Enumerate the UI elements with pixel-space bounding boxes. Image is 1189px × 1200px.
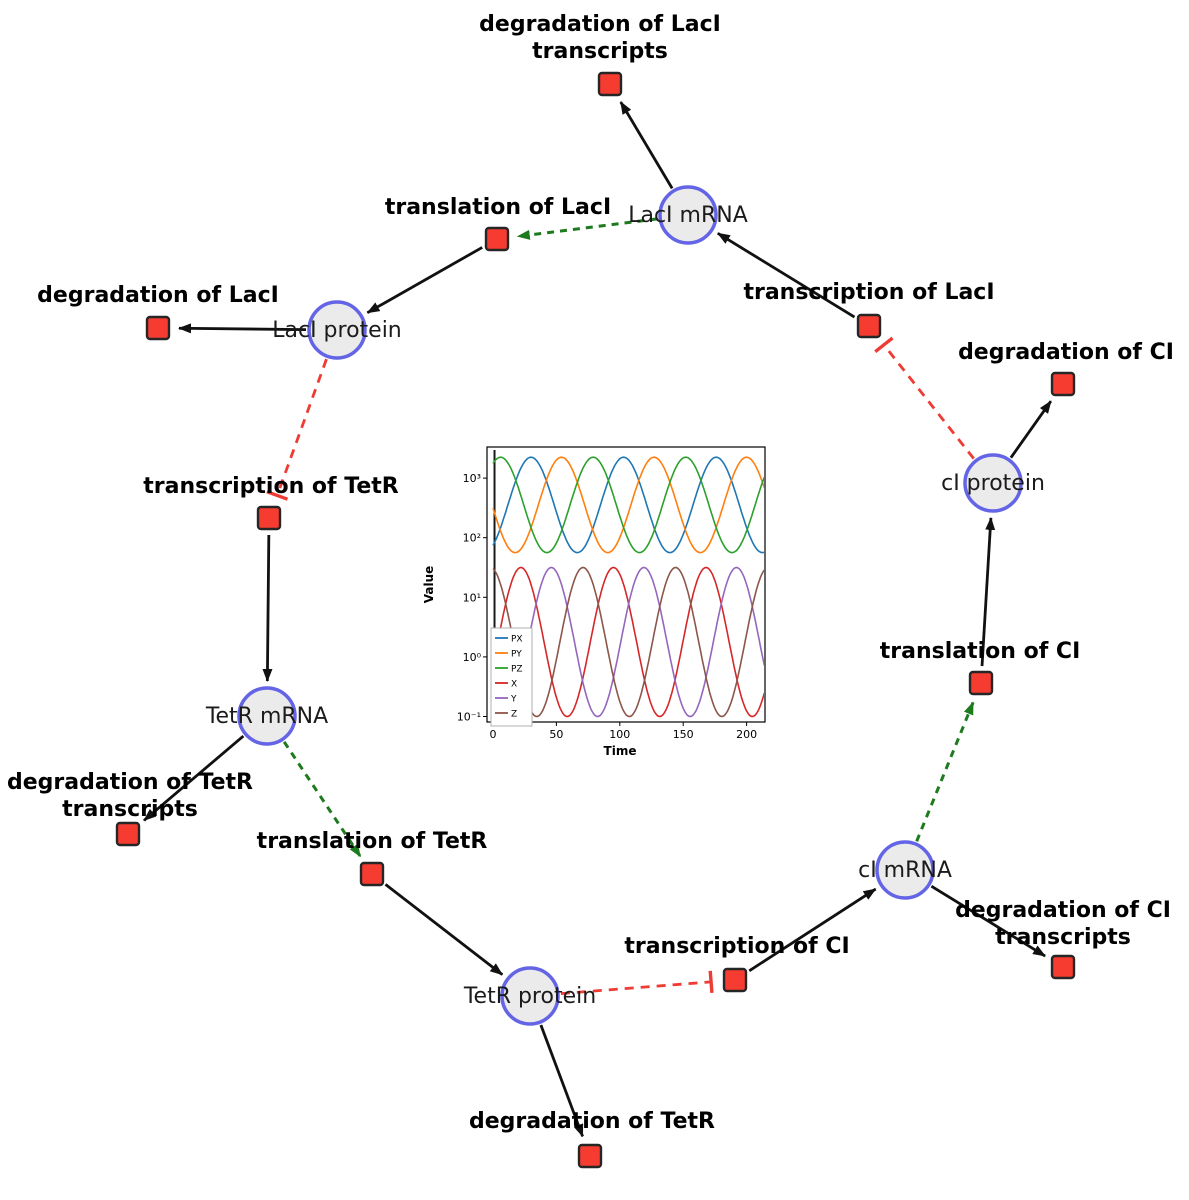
edge-lacI_mRNA-to-tl_lacI [516, 217, 658, 240]
species-node-tetR_protein[interactable] [500, 966, 560, 1026]
edge-cI_mRNA-to-tl_cI [915, 701, 975, 842]
y-tick-label: 10⁰ [463, 651, 482, 664]
edge-tl_cI-to-cI_protein [980, 516, 996, 667]
edge-tl_tetR-to-tetR_protein [384, 883, 504, 976]
reaction-node-deg_lacI[interactable] [145, 315, 171, 341]
edge-tl_lacI-to-lacI_protein [366, 246, 483, 314]
species-node-lacI_protein[interactable] [307, 300, 367, 360]
y-tick-label: 10² [463, 532, 481, 545]
x-tick-label: 50 [549, 728, 563, 741]
edge-cI_protein-to-deg_cI [1009, 400, 1053, 459]
series-curves [492, 456, 764, 718]
reaction-node-deg_tetR[interactable] [577, 1143, 603, 1169]
series-line-PZ [492, 456, 764, 554]
series-line-Z [492, 566, 764, 718]
y-axis-label: Value [422, 566, 436, 604]
species-label-tetR_protein: TetR protein [463, 984, 596, 1009]
y-tick-label: 10³ [463, 472, 481, 485]
species-node-cI_protein[interactable] [963, 453, 1023, 513]
edge-lacI_protein-to-deg_lacI [177, 323, 307, 334]
edges-layer [143, 101, 1053, 1138]
plot-frame [486, 446, 766, 723]
x-tick-label: 200 [736, 728, 757, 741]
legend-label-X: X [511, 680, 517, 690]
reaction-node-deg_cI_tx[interactable] [1050, 954, 1076, 980]
species-node-tetR_mRNA[interactable] [237, 686, 297, 746]
edge-tc_cI-to-cI_mRNA [748, 887, 877, 972]
edge-tc_lacI-to-lacI_mRNA [716, 232, 856, 319]
edge-cI_mRNA-to-deg_cI_tx [930, 885, 1046, 958]
edge-lacI_protein-to-tc_tetR [275, 358, 328, 496]
edge-tetR_protein-to-deg_tetR [539, 1024, 584, 1138]
x-tick-label: 100 [609, 728, 630, 741]
series-line-PX [492, 456, 764, 554]
inhibition-tee-icon [266, 490, 289, 501]
reaction-node-tc_lacI[interactable] [856, 313, 882, 339]
reaction-node-deg_tetR_tx[interactable] [115, 821, 141, 847]
reaction-label-tc_cI: transcription of CI [624, 934, 849, 959]
edge-tetR_mRNA-to-tl_tetR [282, 740, 362, 858]
species-node-lacI_mRNA[interactable] [658, 185, 718, 245]
reaction-node-tl_tetR[interactable] [359, 861, 385, 887]
edge-lacI_mRNA-to-deg_lacI_tx [619, 101, 674, 190]
species-label-tetR_mRNA: TetR mRNA [205, 704, 328, 729]
reaction-node-deg_cI[interactable] [1050, 371, 1076, 397]
x-axis-label: Time [604, 744, 637, 758]
reaction-node-deg_lacI_tx[interactable] [597, 71, 623, 97]
reaction-label-tc_tetR: transcription of TetR [143, 474, 399, 499]
y-tick-label: 10⁻¹ [457, 711, 481, 724]
species-label-lacI_protein: LacI protein [272, 318, 402, 343]
legend-label-Y: Y [510, 695, 517, 705]
legend-label-PX: PX [511, 635, 523, 645]
x-tick-label: 0 [490, 728, 497, 741]
reaction-label-deg_lacI: degradation of LacI [37, 283, 279, 308]
y-tick-label: 10¹ [463, 591, 481, 604]
reaction-node-tc_tetR[interactable] [256, 505, 282, 531]
reaction-label-tl_lacI: translation of LacI [385, 195, 611, 220]
reaction-label-deg_tetR: degradation of TetR [469, 1109, 715, 1134]
reaction-label-tl_tetR: translation of TetR [257, 829, 488, 854]
edge-tc_tetR-to-tetR_mRNA [262, 534, 273, 683]
reaction-label-tl_cI: translation of CI [880, 639, 1081, 664]
x-tick-label: 150 [673, 728, 694, 741]
reaction-label-tc_lacI: transcription of LacI [743, 280, 994, 305]
legend-box [490, 627, 533, 727]
series-line-PY [492, 456, 764, 554]
legend-label-Z: Z [511, 710, 517, 720]
legend-label-PY: PY [511, 650, 522, 660]
species-node-cI_mRNA[interactable] [875, 840, 935, 900]
series-line-Y [492, 566, 764, 718]
species-label-lacI_mRNA: LacI mRNA [628, 203, 748, 228]
reaction-node-tl_lacI[interactable] [484, 226, 510, 252]
reaction-label-deg_cI: degradation of CI [958, 340, 1174, 365]
species-label-cI_mRNA: cI mRNA [858, 858, 952, 883]
legend-label-PZ: PZ [511, 665, 523, 675]
reaction-node-tc_cI[interactable] [722, 967, 748, 993]
inhibition-tee-icon [874, 336, 894, 353]
species-label-cI_protein: cI protein [941, 471, 1045, 496]
reaction-node-tl_cI[interactable] [968, 670, 994, 696]
inhibition-tee-icon [708, 970, 714, 993]
edge-cI_protein-to-tc_lacI [882, 343, 975, 460]
edge-tetR_mRNA-to-deg_tetR_tx [143, 734, 245, 822]
